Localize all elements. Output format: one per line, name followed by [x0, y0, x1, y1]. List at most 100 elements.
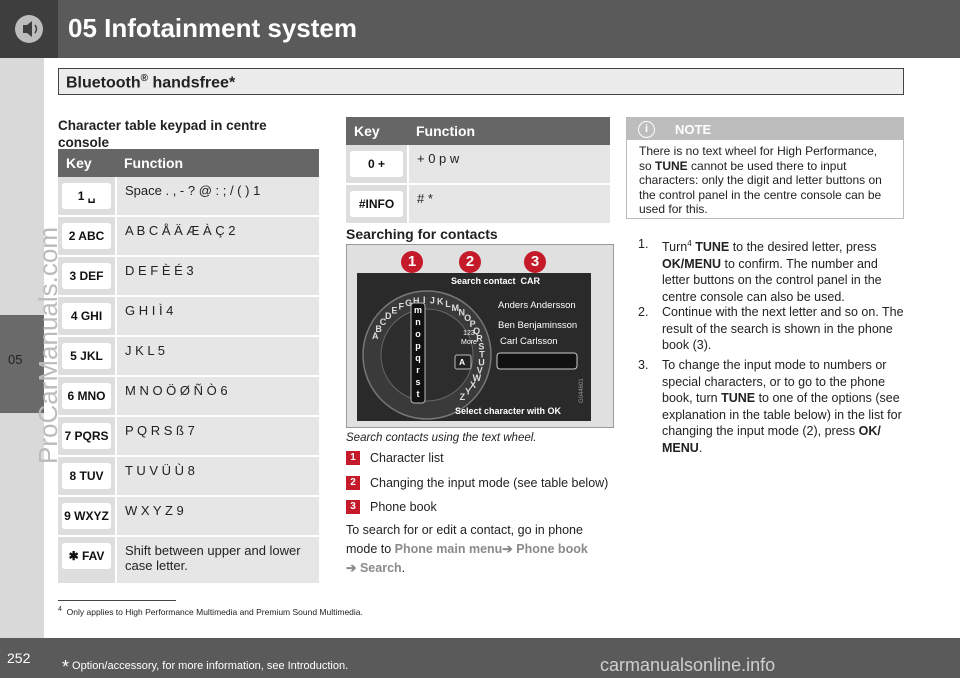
chapter-header-bar: 05 Infotainment system — [0, 0, 960, 58]
wheel-letter: Q — [473, 326, 480, 336]
note-box: i NOTE There is no text wheel for High P… — [626, 117, 904, 219]
wheel-letter: K — [437, 297, 444, 307]
info-icon: i — [638, 121, 655, 138]
chapter-title: 05 Infotainment system — [68, 13, 357, 43]
wheel-letter: F — [398, 301, 404, 311]
table-row: 0 ++ 0 p w — [346, 145, 610, 185]
wheel-letter: R — [476, 334, 483, 344]
chapter-tab — [0, 315, 44, 413]
function-header: Function — [408, 117, 610, 145]
column-letter: q — [415, 353, 421, 363]
function-cell: Space . , - ? @ : ; / ( ) 1 — [116, 177, 319, 217]
speaker-icon-box — [0, 0, 58, 58]
wheel-letter: I — [423, 295, 426, 305]
legend-badge: 1 — [346, 451, 360, 465]
wheel-letter: U — [478, 358, 485, 368]
step-text: Continue with the next letter and so on.… — [662, 305, 904, 352]
key-header: Key — [346, 117, 408, 145]
wheel-letter: D — [385, 311, 392, 321]
key-1-space: 1 ␣ — [62, 183, 111, 209]
wheel-letter: B — [375, 324, 382, 334]
menu-path-phone-book: Phone book — [516, 542, 588, 556]
key-3-def: 3 DEF — [62, 263, 111, 289]
footnote-rule — [58, 600, 176, 601]
search-instructions: To search for or edit a contact, go in p… — [346, 523, 588, 575]
keypad-table: Key Function 1 ␣Space . , - ? @ : ; / ( … — [58, 149, 319, 585]
search-contact-label: Search contact CAR — [451, 276, 541, 286]
figure-code: G044601 — [579, 378, 585, 403]
wheel-letter: T — [479, 350, 485, 360]
legend-badge: 2 — [346, 476, 360, 490]
function-cell: + 0 p w — [408, 145, 610, 185]
column-letter: r — [416, 365, 420, 375]
table-row: 1 ␣Space . , - ? @ : ; / ( ) 1 — [58, 177, 319, 217]
wheel-letter: J — [430, 295, 435, 305]
wheel-letter: L — [445, 299, 451, 309]
legend-badge: 3 — [346, 500, 360, 514]
legend-item-3: 3 Phone book — [346, 500, 437, 514]
corner-letter: A — [459, 357, 466, 367]
step-number: 1. — [638, 237, 649, 251]
figure-caption: Search contacts using the text wheel. — [346, 432, 537, 444]
column-letter: t — [417, 389, 420, 399]
function-cell: Shift between upper and lower case lette… — [116, 536, 319, 585]
wheel-letter: Z — [460, 392, 466, 402]
function-cell: M N O Ö Ø Ñ Ò 6 — [116, 376, 319, 417]
speaker-icon — [15, 15, 43, 43]
key-star-fav: ✱ FAV — [62, 543, 111, 569]
wheel-letter: H — [413, 296, 420, 306]
legend-text: Phone book — [370, 500, 437, 514]
column-letter: n — [415, 317, 421, 327]
key-5-jkl: 5 JKL — [62, 343, 111, 369]
step-2: 2. Continue with the next letter and so … — [626, 304, 906, 354]
key-hash-info: #INFO — [350, 191, 403, 217]
contact-1: Anders Andersson — [498, 300, 576, 311]
column-letter: s — [415, 377, 420, 387]
function-cell: A B C Å Ä Æ À Ç 2 — [116, 216, 319, 257]
wheel-letter: O — [464, 313, 471, 323]
function-cell: W X Y Z 9 — [116, 496, 319, 537]
footer-note: *Option/accessory, for more information,… — [62, 657, 349, 677]
callout-2-badge: 2 — [459, 251, 481, 273]
wheel-letter: P — [470, 319, 476, 329]
table-row: #INFO# * — [346, 184, 610, 225]
key-7-pqrs: 7 PQRS — [62, 423, 111, 449]
wheel-letter: N — [459, 307, 466, 317]
function-cell: P Q R S ß 7 — [116, 416, 319, 457]
function-cell: J K L 5 — [116, 336, 319, 377]
step-number: 3. — [638, 358, 649, 372]
key-4-ghi: 4 GHI — [62, 303, 111, 329]
menu-path-phone-main-menu: Phone main menu — [394, 542, 503, 556]
callout-1-badge: 1 — [401, 251, 423, 273]
section-title: Bluetooth® handsfree* — [66, 73, 236, 92]
note-title: NOTE — [675, 122, 712, 137]
keypad-table-heading: Character table keypad in centre console — [58, 118, 267, 150]
key-6-mno: 6 MNO — [62, 383, 111, 409]
function-cell: G H I Ì 4 — [116, 296, 319, 337]
column-letter: m — [414, 305, 422, 315]
page-number: 252 — [7, 650, 31, 666]
chapter-number: 05 — [8, 352, 23, 367]
legend-text: Changing the input mode (see table below… — [370, 476, 609, 490]
contact-3: Carl Carlsson — [500, 336, 558, 347]
select-character-label: Select character with OK — [455, 406, 562, 416]
searching-contacts-heading: Searching for contacts — [346, 226, 498, 242]
footnote: 4 Only applies to High Performance Multi… — [58, 605, 363, 617]
step-3: 3. To change the input mode to numbers o… — [638, 358, 902, 455]
wheel-letter: W — [473, 373, 482, 383]
wheel-letter: G — [405, 298, 412, 308]
key-2-abc: 2 ABC — [62, 223, 111, 249]
section-title-box: Bluetooth® handsfree* — [58, 68, 904, 95]
menu-path-search: Search — [359, 561, 402, 575]
